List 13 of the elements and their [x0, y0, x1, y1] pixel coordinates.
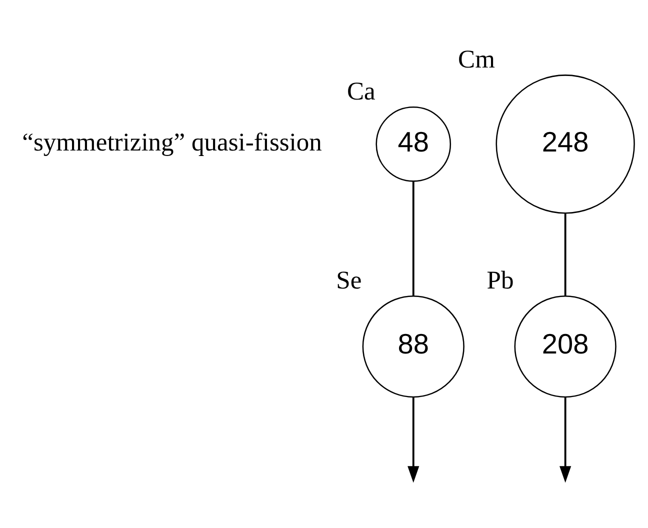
node-label: Pb: [486, 265, 514, 294]
label: “symmetrizing” quasi-fission: [22, 128, 322, 157]
node-label: Ca: [346, 76, 376, 106]
arrow: [560, 397, 572, 483]
node-circle: 248: [496, 74, 635, 214]
arrow: [408, 397, 420, 483]
node-circle: 48: [376, 106, 452, 182]
connector: [412, 182, 414, 296]
connector: [564, 214, 566, 296]
node-label: Se: [336, 265, 362, 294]
node-circle: 88: [362, 295, 464, 398]
node-circle: 208: [514, 295, 616, 398]
node-label: Cm: [458, 44, 495, 74]
